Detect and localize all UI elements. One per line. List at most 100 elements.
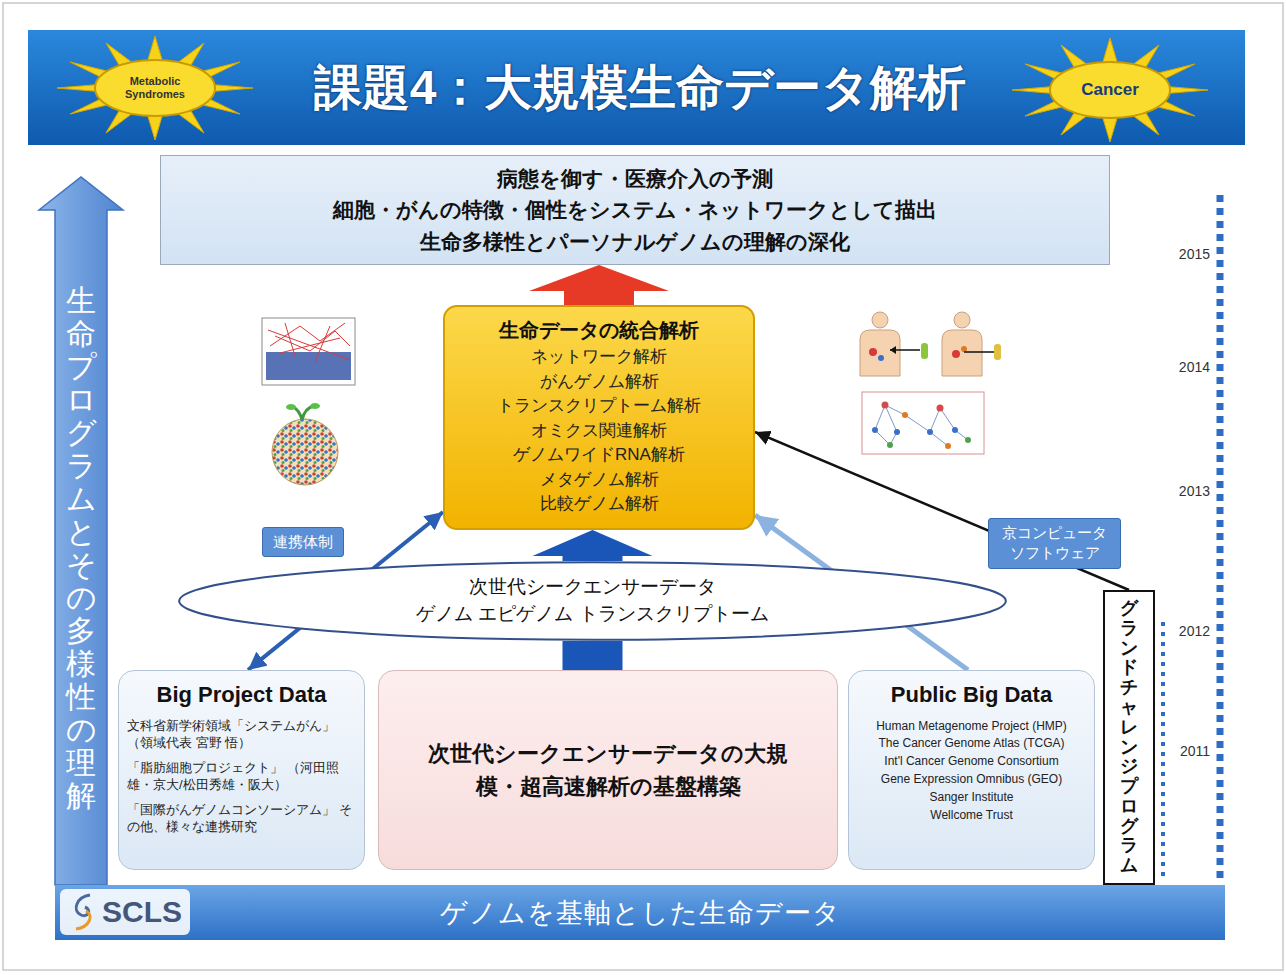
node-text: 文科省新学術領域「システムがん」 （領域代表 宮野 悟） (127, 717, 356, 752)
figure-dot (894, 429, 900, 435)
data-ellipse: 次世代シークエンサーデータゲノム エピゲノム トランスクリプトーム (175, 561, 1010, 641)
node-heading: Cancer (1081, 80, 1139, 100)
node-text: ゲノム エピゲノム トランスクリプトーム (416, 601, 769, 628)
node-text: 比較ゲノム解析 (540, 492, 659, 517)
logo: SCLS (60, 889, 190, 935)
figure-dot (965, 437, 971, 443)
marker-dot (952, 350, 960, 358)
figure-dot (902, 412, 908, 418)
patient-figure (860, 312, 1001, 376)
node-text: オミクス関連解析 (531, 419, 667, 444)
node-text: ネットワーク解析 (531, 345, 667, 370)
node-text: Sanger Institute (857, 789, 1086, 806)
figure-arrow-head (890, 346, 896, 354)
node-text: The Cancer Genome Atlas (TCGA) (857, 735, 1086, 752)
node-heading: 生命データの統合解析 (499, 315, 699, 345)
connector (529, 265, 669, 305)
node-text: Int'l Cancer Genome Consortium (857, 753, 1086, 770)
figure-dot (882, 402, 889, 409)
node-heading: Big Project Data (127, 681, 356, 710)
figure-dot (927, 429, 933, 435)
timeline (1161, 622, 1165, 880)
leaf (310, 403, 320, 409)
node-text: 生命多様性とパーソナルゲノムの理解の深化 (420, 226, 850, 258)
analysis-box: 生命データの統合解析ネットワーク解析がんゲノム解析トランスクリプトーム解析オミク… (443, 305, 755, 530)
year-label: 2014 (1160, 359, 1210, 375)
sun-core (1050, 62, 1170, 118)
figure-dot (952, 427, 958, 433)
sun-badge: Cancer (1010, 36, 1210, 144)
sun-ray (1102, 38, 1118, 64)
sun-ray (147, 36, 163, 62)
figure-dot (887, 442, 893, 448)
source-box: Public Big DataHuman Metagenome Project … (848, 670, 1095, 870)
molecule-sphere (272, 419, 338, 485)
year-label: 2011 (1160, 743, 1210, 759)
figure-arrow (964, 351, 994, 353)
figure-lines (875, 405, 968, 446)
node-heading: 次世代シークエンサーデータの大規模・超高速解析の基盤構築 (419, 737, 797, 803)
ellipse-shape (179, 562, 1006, 640)
sun-ray (1012, 86, 1055, 93)
figure-lines (268, 323, 350, 362)
base-band: ゲノムを基軸とした生命データ (55, 885, 1225, 940)
person-head (954, 312, 970, 328)
node-heading: グランドチャレンジプログラム (1120, 599, 1138, 876)
sun-badge: Metabolic Syndromes (55, 34, 255, 142)
ellipse-outline (175, 561, 1010, 641)
marker-dot (869, 348, 877, 356)
figure-dot (937, 405, 944, 412)
goal-box: 病態を御す・医療介入の予測細胞・がんの特徴・個性をシステム・ネットワークとして描… (160, 155, 1110, 265)
node-text: 「脂肪細胞プロジェクト」 （河田照雄・京大/松田秀雄・阪大） (127, 759, 356, 794)
capsule (921, 343, 928, 359)
figure-frame (862, 392, 984, 454)
year-label: 2013 (1160, 483, 1210, 499)
platform-box: 次世代シークエンサーデータの大規模・超高速解析の基盤構築 (378, 670, 838, 870)
connector (533, 530, 653, 561)
timeline (1217, 195, 1224, 880)
logo-mark (68, 891, 98, 933)
node-heading: Public Big Data (857, 681, 1086, 710)
node-text: Gene Expression Omnibus (GEO) (857, 771, 1086, 788)
molecule-figure (272, 403, 338, 485)
node-text: Human Metagenome Project (HMP) (857, 718, 1086, 735)
logo-swirl (76, 911, 90, 929)
person-head (872, 312, 888, 328)
marker-dot (878, 355, 884, 361)
node-text: 「国際がんゲノムコンソーシアム」 その他、様々な連携研究 (127, 801, 356, 836)
node-text: がんゲノム解析 (540, 370, 659, 395)
title-banner (28, 30, 1245, 145)
sun-ray (1166, 86, 1209, 93)
leaf (286, 404, 296, 410)
edge-label: 京コンピュータ ソフトウェア (988, 518, 1121, 569)
diagram-title: 課題4：大規模生命データ解析 (260, 30, 1020, 145)
edge-label: 連携体制 (262, 527, 344, 557)
person-body (860, 330, 900, 376)
node-heading: 次世代シークエンサーデータ (469, 574, 716, 601)
node-text: Wellcome Trust (857, 807, 1086, 824)
year-label: 2012 (1160, 623, 1210, 639)
person-body (942, 330, 982, 376)
sun-ray (57, 84, 100, 91)
connector (563, 641, 623, 670)
sun-ray (211, 84, 254, 91)
page-frame (3, 3, 1283, 970)
sun-core (95, 60, 215, 116)
node-heading: 生命プログラムとその多様性の理解 (66, 284, 96, 812)
node-heading: ゲノムを基軸とした生命データ (440, 895, 841, 931)
logo-text: SCLS (102, 895, 182, 929)
figure-frame (262, 318, 355, 385)
node-text: メタゲノム解析 (540, 468, 659, 493)
marker-dot (961, 346, 967, 352)
node-text: トランスクリプトーム解析 (497, 394, 701, 419)
node-text: 細胞・がんの特徴・個性をシステム・ネットワークとして描出 (333, 194, 937, 226)
sun-ray (147, 114, 163, 140)
pathway-figure (862, 392, 984, 454)
year-label: 2015 (1160, 246, 1210, 262)
source-box: Big Project Data 文科省新学術領域「システムがん」 （領域代表 宮… (118, 670, 365, 870)
connector (755, 432, 1129, 590)
figure-dot (945, 443, 951, 449)
